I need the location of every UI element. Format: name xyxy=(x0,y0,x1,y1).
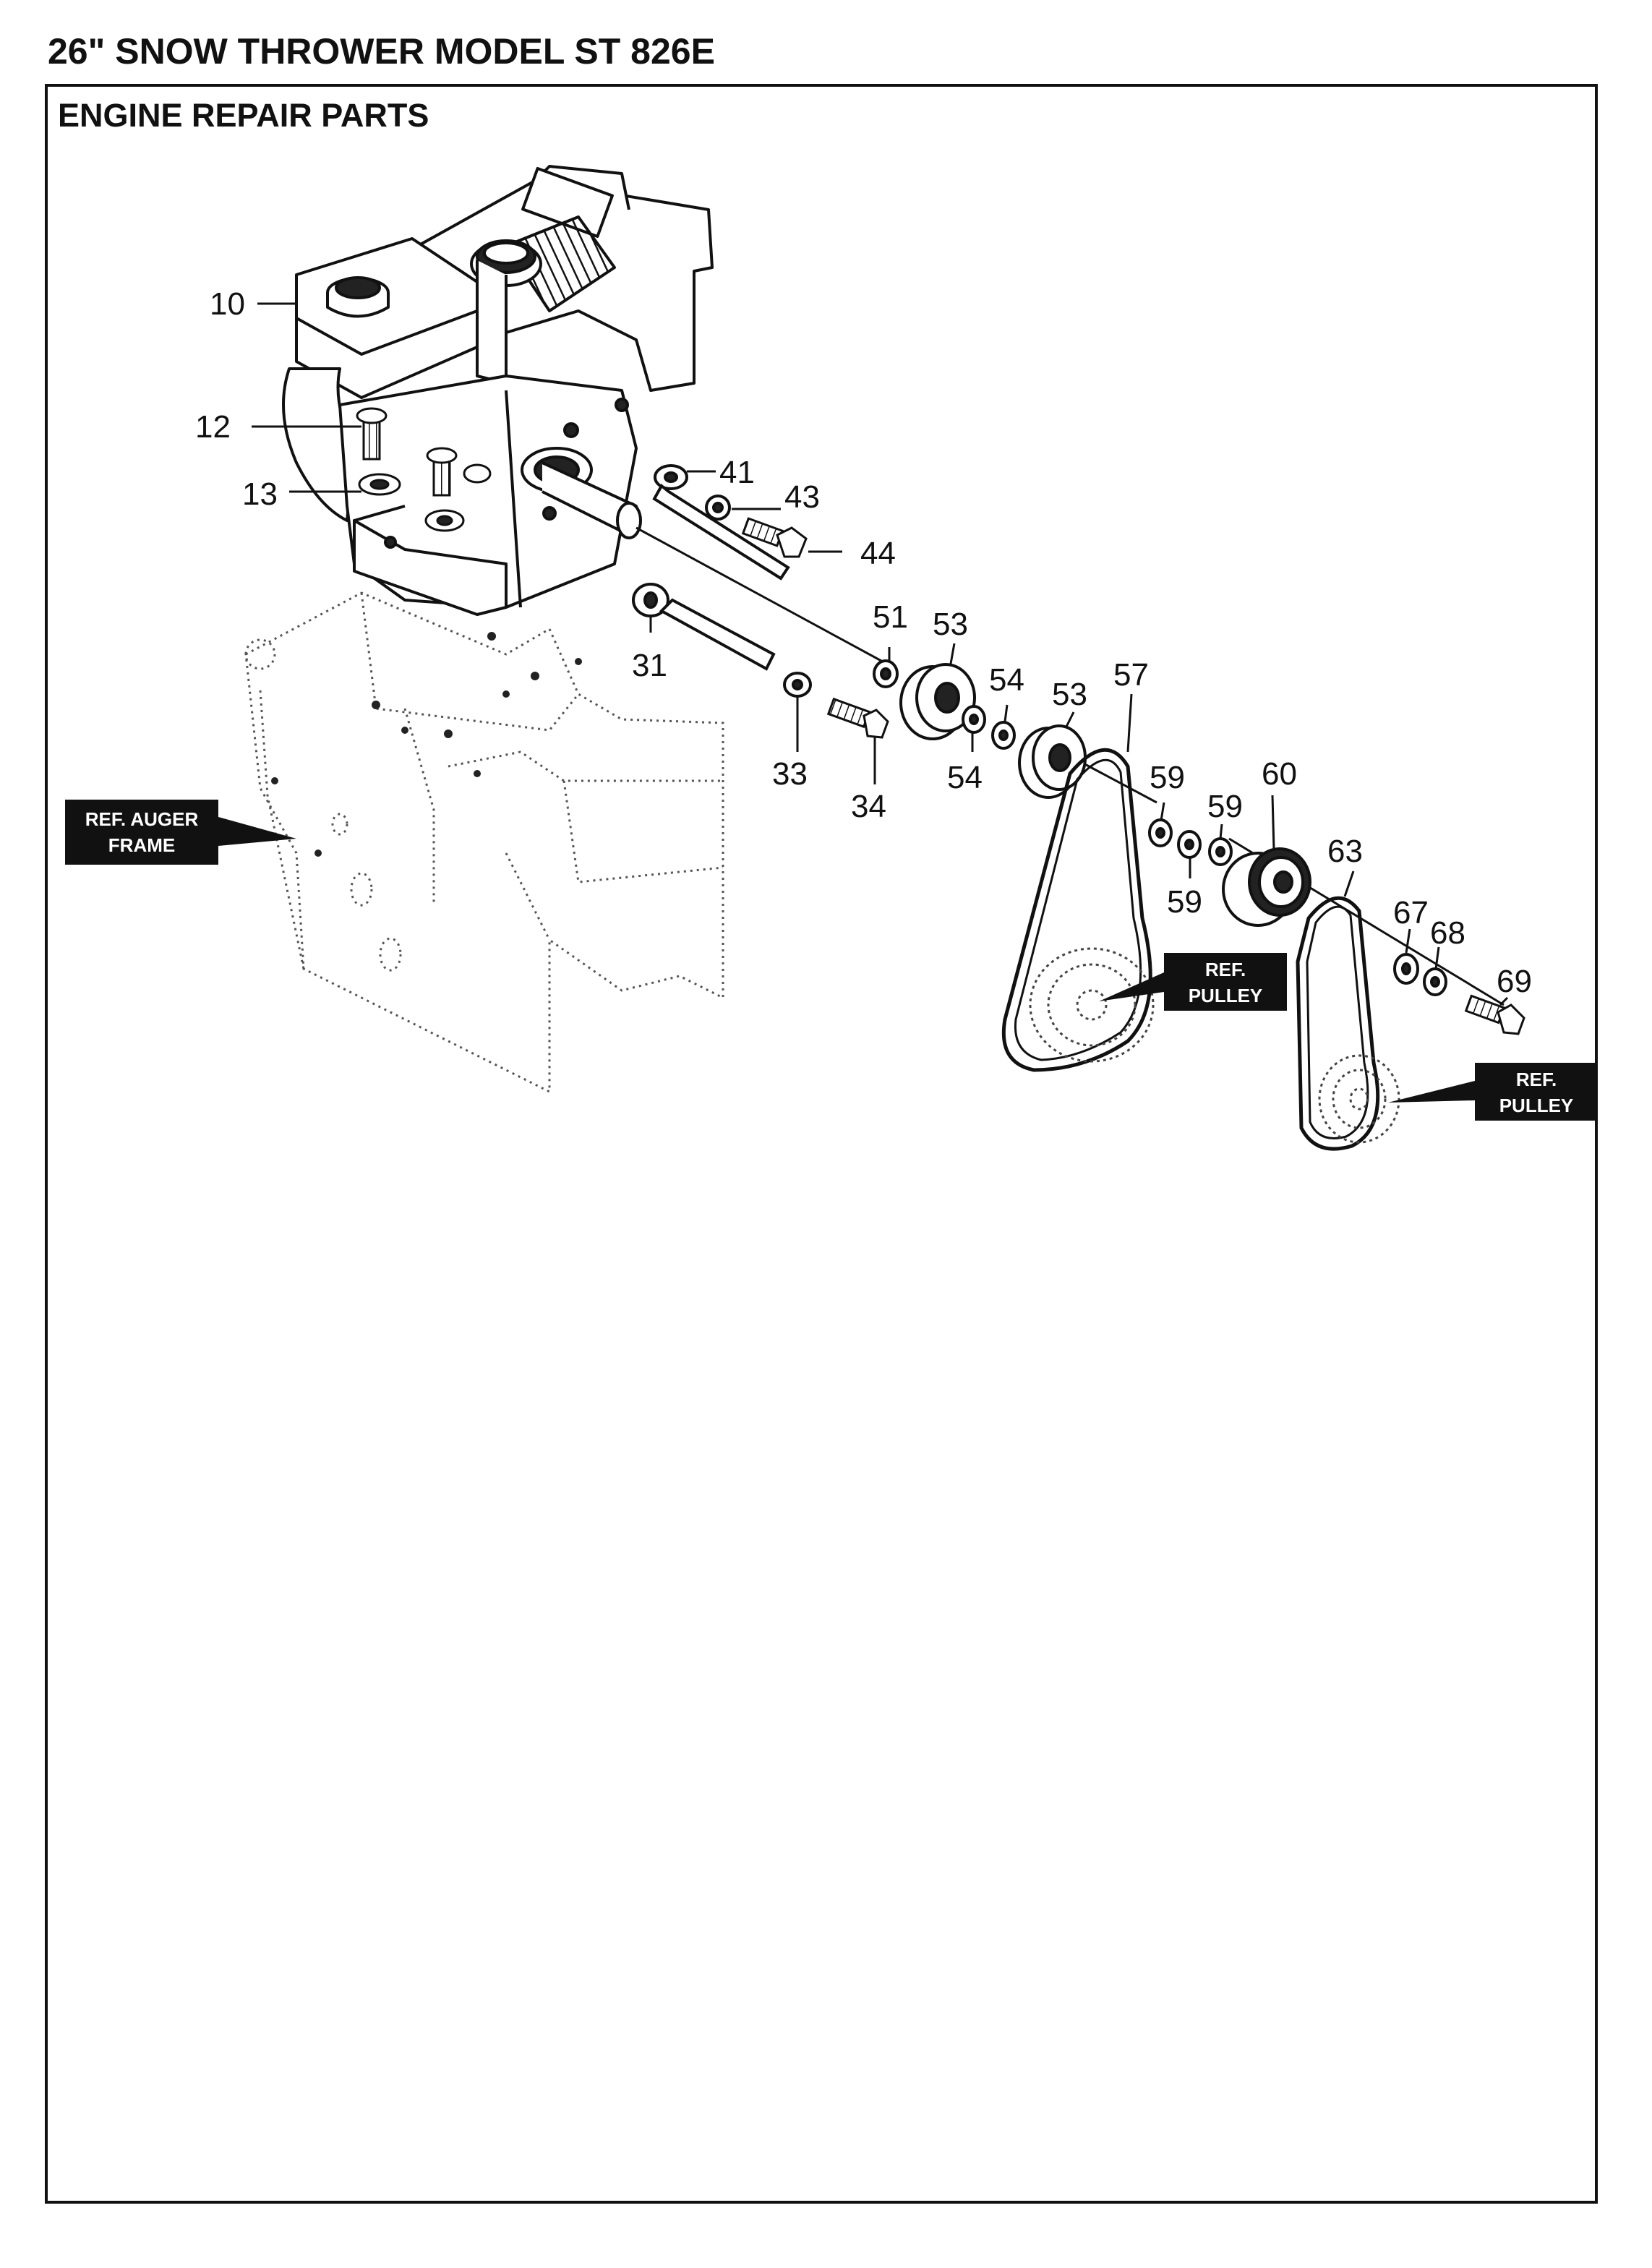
engine-mount-bolts xyxy=(356,407,492,532)
auger-frame-outline xyxy=(244,591,724,1094)
leader-lines xyxy=(252,302,1509,1006)
ref-auger-frame-label: REF. AUGER FRAME xyxy=(65,800,296,865)
callout-68: 68 xyxy=(1430,915,1465,951)
part-59-washer-b xyxy=(1177,830,1202,859)
part-60-pulley xyxy=(1222,847,1311,927)
callout-34: 34 xyxy=(851,789,886,824)
callout-57: 57 xyxy=(1113,657,1149,693)
part-68-washer xyxy=(1423,967,1447,996)
ref-pulley-1-label: REF. PULLEY xyxy=(1099,953,1287,1011)
part-33-washer xyxy=(783,672,812,698)
diagram-frame xyxy=(45,84,1598,2204)
ref-auger-frame-line1: REF. AUGER xyxy=(85,808,199,830)
callout-12: 12 xyxy=(195,409,231,445)
callout-59c: 59 xyxy=(1167,884,1202,920)
frame-holes xyxy=(271,632,582,857)
ref-auger-frame-line2: FRAME xyxy=(108,834,175,856)
callout-53b: 53 xyxy=(1052,677,1087,712)
part-31-rod xyxy=(632,583,776,671)
part-54-washer-a xyxy=(962,705,986,734)
ref-pulley-1-line2: PULLEY xyxy=(1189,985,1263,1006)
page-title: 26" SNOW THROWER MODEL ST 826E xyxy=(48,31,715,72)
ref-pulley-2-line2: PULLEY xyxy=(1499,1095,1574,1116)
callout-43: 43 xyxy=(784,479,820,515)
callout-53a: 53 xyxy=(933,607,968,642)
part-57-belt xyxy=(1001,748,1152,1072)
callout-69: 69 xyxy=(1497,964,1532,999)
part-34-bolt xyxy=(826,697,889,739)
engine-assembly xyxy=(282,165,714,616)
section-title: ENGINE REPAIR PARTS xyxy=(58,97,429,134)
callout-60: 60 xyxy=(1262,756,1297,792)
part-69-bolt xyxy=(1464,994,1525,1035)
callout-33: 33 xyxy=(772,756,808,792)
callout-67: 67 xyxy=(1393,895,1429,930)
part-59-washer-c xyxy=(1208,837,1233,866)
part-54-washer-b xyxy=(991,721,1016,750)
callout-54a: 54 xyxy=(989,662,1024,698)
callout-59a: 59 xyxy=(1150,760,1185,795)
part-51-washer xyxy=(873,659,899,688)
ref-pulley-2-label: REF. PULLEY xyxy=(1388,1063,1598,1121)
callout-13: 13 xyxy=(242,476,278,512)
callout-59b: 59 xyxy=(1207,789,1243,824)
callout-63: 63 xyxy=(1327,834,1363,869)
part-44-bolt xyxy=(741,517,808,558)
reference-pulley-1 xyxy=(1029,947,1155,1063)
ref-pulley-2-line1: REF. xyxy=(1516,1069,1557,1090)
callout-51: 51 xyxy=(873,599,908,635)
reference-pulley-2 xyxy=(1318,1054,1400,1144)
part-43-washer xyxy=(705,495,731,521)
callout-31: 31 xyxy=(632,648,667,683)
callout-54b: 54 xyxy=(947,760,983,795)
part-63-belt xyxy=(1296,896,1380,1151)
ref-pulley-1-line1: REF. xyxy=(1205,959,1246,980)
callout-41: 41 xyxy=(719,455,755,490)
callout-44: 44 xyxy=(860,536,896,571)
part-41-rod xyxy=(652,464,790,581)
callout-10: 10 xyxy=(210,286,245,322)
part-67-washer xyxy=(1393,953,1419,985)
part-59-washer-a xyxy=(1148,818,1173,847)
part-53-bearing-a xyxy=(899,663,976,740)
